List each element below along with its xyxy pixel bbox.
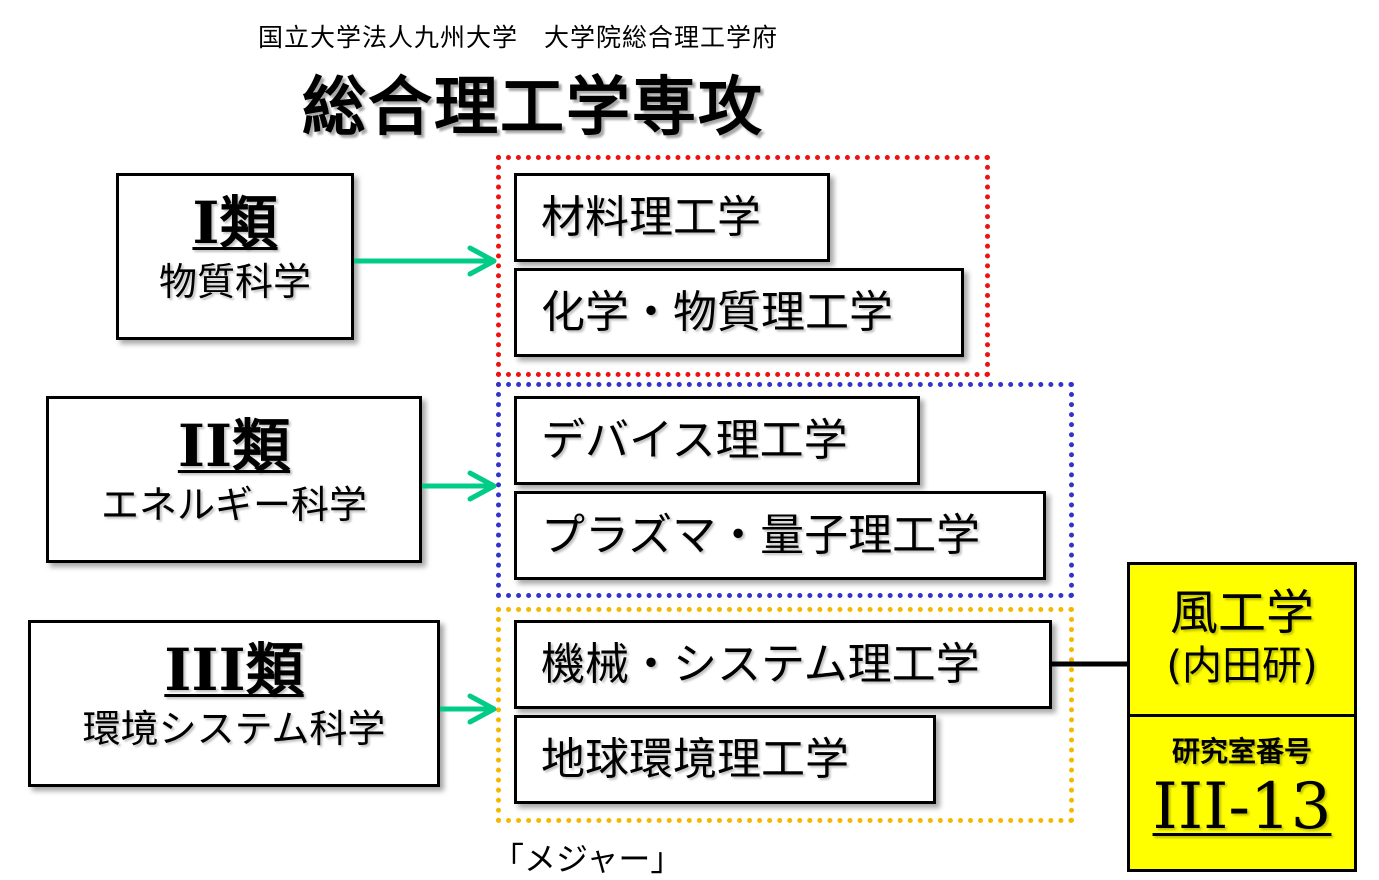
lab-box: 風工学 (内田研) 研究室番号 III-13 (1127, 562, 1357, 872)
lab-header: 風工学 (内田研) (1130, 565, 1354, 717)
major-box: 材料理工学 (514, 173, 830, 262)
category-label: III類 (164, 636, 304, 704)
major-box: プラズマ・量子理工学 (514, 491, 1046, 580)
major-label: 材料理工学 (541, 191, 761, 243)
lab-members: (内田研) (1166, 643, 1318, 689)
major-label: プラズマ・量子理工学 (541, 509, 981, 561)
category-box-2: II類 エネルギー科学 (46, 396, 422, 563)
arrow-head-2 (467, 470, 497, 502)
category-label: II類 (177, 412, 291, 480)
major-box: 化学・物質理工学 (514, 268, 964, 357)
major-box: デバイス理工学 (514, 396, 920, 485)
major-label: デバイス理工学 (541, 414, 848, 466)
major-box: 地球環境理工学 (514, 715, 936, 804)
major-label: 地球環境理工学 (541, 733, 849, 785)
room-number: III-13 (1152, 770, 1332, 844)
category-box-3: III類 環境システム科学 (28, 620, 440, 787)
page-title: 総合理工学専攻 (302, 71, 764, 145)
major-label: 化学・物質理工学 (541, 286, 893, 338)
major-caption: 「メジャー」 (492, 840, 683, 878)
category-name: 環境システム科学 (82, 707, 386, 751)
lab-name: 風工学 (1169, 585, 1314, 641)
major-group-2 (496, 382, 1074, 598)
lab-room: 研究室番号 III-13 (1130, 717, 1354, 845)
major-group-3 (496, 607, 1074, 823)
major-label: 機械・システム理工学 (541, 638, 980, 690)
category-name: 物質科学 (158, 260, 311, 304)
major-box: 機械・システム理工学 (514, 620, 1052, 709)
category-box-1: I類 物質科学 (116, 173, 354, 340)
room-label: 研究室番号 (1171, 735, 1312, 768)
category-name: エネルギー科学 (100, 483, 367, 527)
institution-subtitle: 国立大学法人九州大学 大学院総合理工学府 (258, 23, 779, 52)
arrow-head-3 (467, 693, 497, 725)
arrow-head-1 (467, 245, 497, 277)
category-label: I類 (192, 189, 278, 257)
major-group-1 (496, 155, 990, 377)
